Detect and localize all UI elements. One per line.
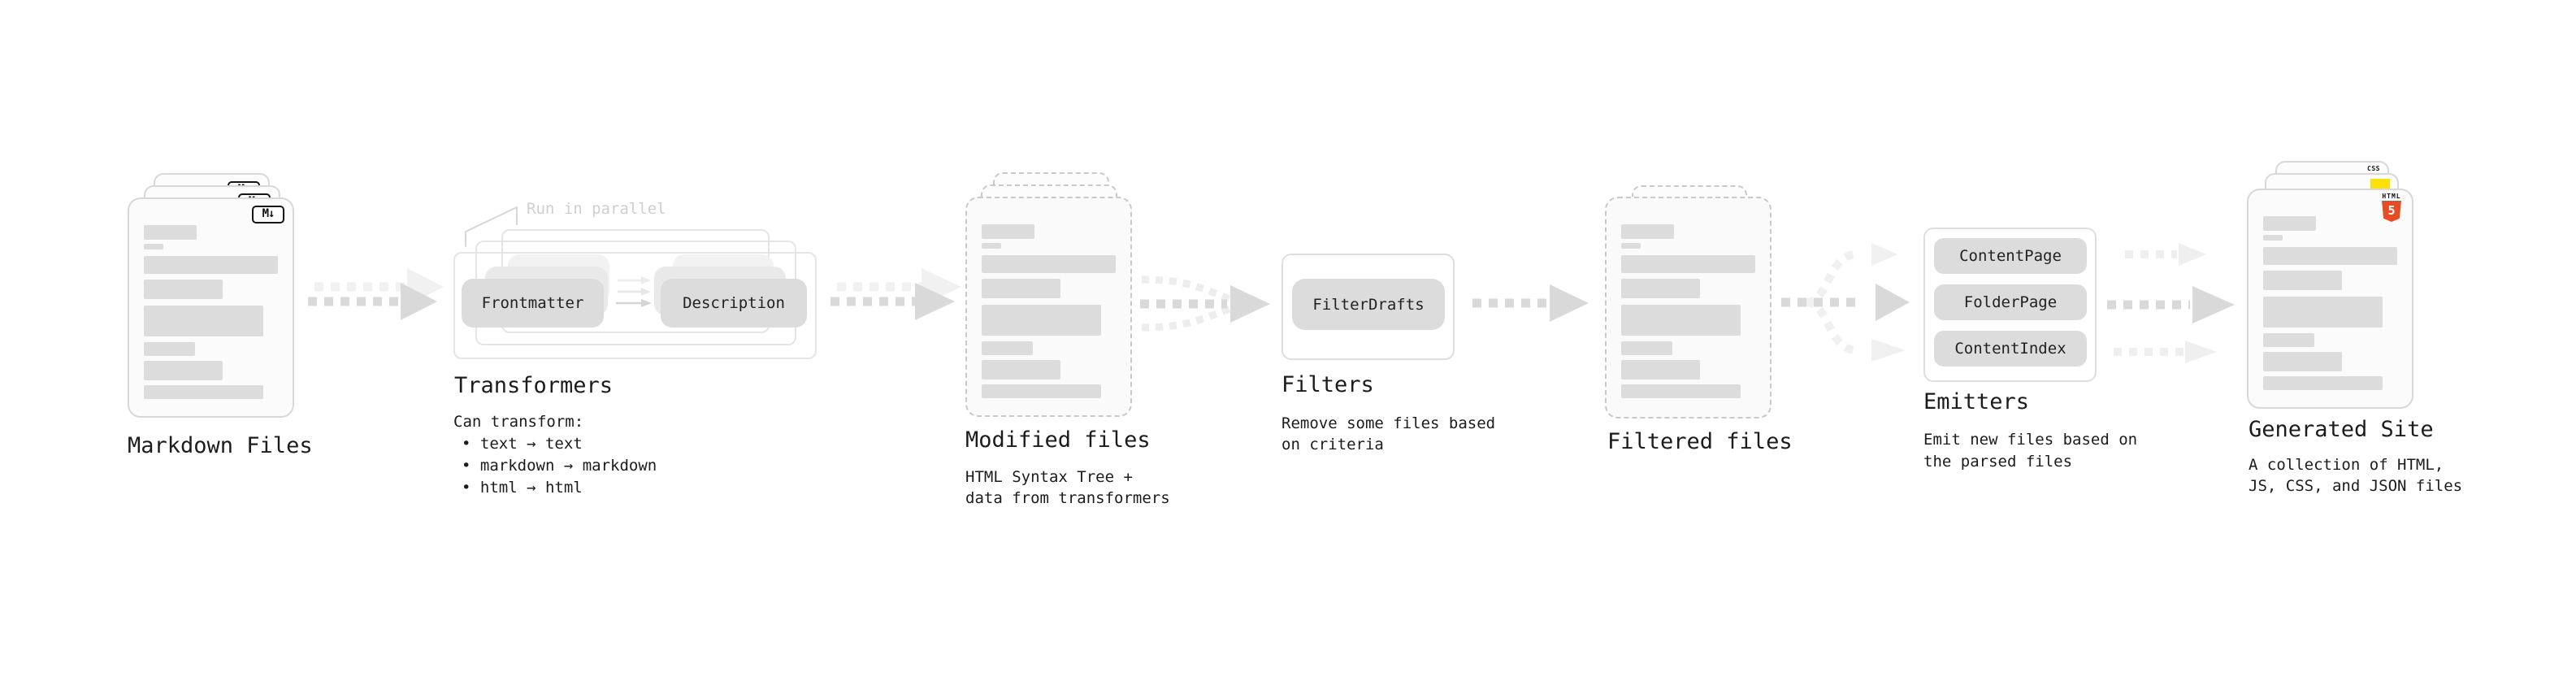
frontmatter-chip: Frontmatter: [462, 279, 604, 327]
placeholder-text-bar: [144, 342, 195, 356]
filters-description: Remove some files based on criteria: [1281, 413, 1495, 455]
emitters-description: Emit new files based on the parsed files: [1923, 429, 2137, 473]
placeholder-text-bar: [982, 360, 1060, 380]
desc-line: the parsed files: [1923, 453, 2073, 471]
placeholder-text-bar: [2263, 271, 2342, 290]
modified-files-description: HTML Syntax Tree + data from transformer…: [965, 466, 1170, 509]
markdown-files-title: Markdown Files: [128, 433, 313, 458]
desc-line: • html → html: [462, 479, 583, 497]
parallel-arrows-icon: [616, 276, 652, 307]
filtered-file-card: [1605, 197, 1772, 419]
desc-line: on criteria: [1281, 436, 1384, 453]
desc-line: Can transform:: [453, 413, 584, 431]
filterdrafts-chip: FilterDrafts: [1292, 279, 1445, 330]
placeholder-text-bar: [2263, 216, 2316, 231]
arrow-markdown-to-transformers: [308, 268, 444, 320]
markdown-file-card: M↓: [128, 197, 294, 418]
placeholder-text-bar: [144, 306, 263, 336]
placeholder-text-bar: [1621, 341, 1672, 355]
emitters-title: Emitters: [1923, 389, 2030, 414]
annotation-leader-line: [465, 206, 518, 247]
transformers-title: Transformers: [454, 373, 614, 398]
contentindex-chip: ContentIndex: [1934, 331, 2087, 367]
arrow-filters-to-filtered: [1472, 284, 1589, 322]
placeholder-text-bar: [144, 385, 263, 399]
filtered-files-title: Filtered files: [1607, 429, 1793, 454]
transformers-box-front: [453, 252, 817, 359]
placeholder-text-bar: [2263, 247, 2397, 265]
placeholder-text-bar: [982, 384, 1101, 398]
placeholder-text-bar: [2263, 235, 2283, 241]
desc-line: Emit new files based on: [1923, 431, 2138, 449]
transformers-description: Can transform: • text → text • markdown …: [453, 411, 657, 499]
placeholder-text-bar: [1621, 305, 1741, 336]
html5-word: HTML: [2382, 193, 2401, 200]
placeholder-text-bar: [1621, 255, 1755, 273]
js-file-icon: [2370, 179, 2390, 189]
contentpage-chip: ContentPage: [1934, 238, 2087, 274]
description-chip: Description: [661, 279, 807, 327]
placeholder-text-bar: [982, 341, 1033, 355]
desc-line: HTML Syntax Tree +: [965, 468, 1133, 486]
placeholder-text-bar: [982, 255, 1116, 273]
placeholder-text-bar: [144, 225, 197, 240]
placeholder-text-bar: [144, 280, 223, 299]
arrow-modified-to-filters: [1140, 275, 1270, 332]
arrow-transformers-to-modified: [830, 268, 961, 320]
desc-line: JS, CSS, and JSON files: [2249, 477, 2463, 495]
generated-site-description: A collection of HTML, JS, CSS, and JSON …: [2249, 454, 2462, 497]
modified-file-card: [965, 197, 1132, 417]
placeholder-text-bar: [2263, 333, 2314, 347]
run-in-parallel-label: Run in parallel: [527, 200, 666, 218]
placeholder-text-bar: [1621, 279, 1700, 298]
arrow-emitters-to-generated: [2107, 243, 2235, 363]
generated-site-title: Generated Site: [2249, 417, 2434, 442]
placeholder-text-bar: [982, 305, 1101, 336]
placeholder-text-bar: [2263, 297, 2383, 327]
placeholder-text-bar: [2263, 376, 2383, 390]
modified-files-title: Modified files: [965, 427, 1151, 453]
arrow-filtered-to-emitters: [1781, 243, 1910, 362]
placeholder-text-bar: [144, 256, 278, 274]
placeholder-text-bar: [2263, 352, 2342, 371]
placeholder-text-bar: [1621, 224, 1674, 239]
css-label: CSS: [2367, 165, 2380, 172]
generated-file-card-html: HTML 5: [2247, 189, 2413, 409]
filters-title: Filters: [1281, 372, 1374, 397]
placeholder-text-bar: [1621, 243, 1641, 249]
desc-line: data from transformers: [965, 489, 1170, 507]
desc-line: • markdown → markdown: [462, 457, 657, 475]
placeholder-text-bar: [144, 361, 223, 380]
placeholder-text-bar: [982, 279, 1060, 298]
placeholder-text-bar: [1621, 384, 1741, 398]
placeholder-text-bar: [144, 244, 163, 249]
folderpage-chip: FolderPage: [1934, 284, 2087, 320]
placeholder-text-bar: [982, 243, 1001, 249]
desc-line: Remove some files based: [1281, 414, 1496, 432]
placeholder-text-bar: [982, 224, 1034, 239]
html5-icon: HTML 5: [2379, 193, 2404, 222]
html5-shield: 5: [2382, 201, 2401, 222]
desc-line: • text → text: [462, 435, 583, 453]
markdown-icon: M↓: [252, 206, 284, 223]
desc-line: A collection of HTML,: [2249, 456, 2444, 474]
placeholder-text-bar: [1621, 360, 1700, 380]
